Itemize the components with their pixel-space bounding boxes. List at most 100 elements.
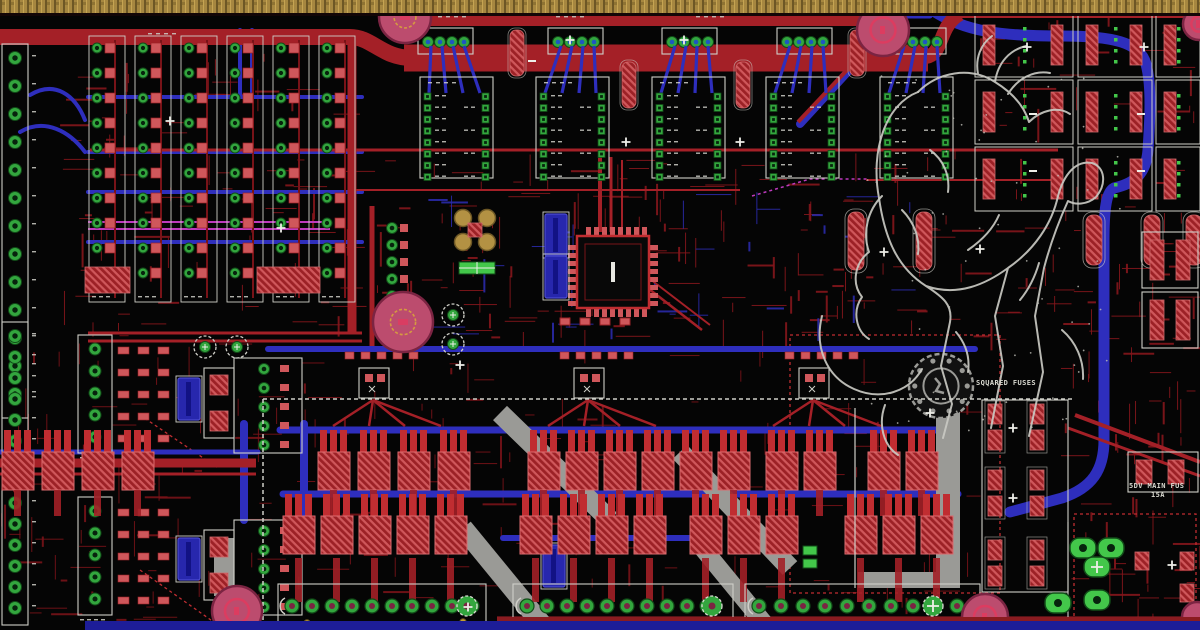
ref-des-text (32, 333, 36, 335)
trace-red (409, 558, 416, 602)
pad-drill (756, 603, 762, 609)
pad-drill (140, 70, 146, 76)
copper-pad-red (437, 451, 471, 491)
ref-des-text (32, 354, 36, 356)
pad-center (484, 164, 487, 167)
pad-drill (140, 220, 146, 226)
pad-center (600, 129, 603, 133)
trace-blue (560, 45, 574, 94)
trace-red (933, 558, 940, 602)
pad-center (772, 118, 775, 121)
ref-des-text (564, 16, 568, 18)
copper-pad-red (334, 42, 346, 54)
pad-center (658, 118, 661, 121)
via-green (1023, 49, 1027, 53)
copper-pad-red (334, 242, 346, 254)
trace-thin (255, 90, 280, 93)
sketch-dot (982, 418, 984, 421)
trace-thin (577, 418, 598, 421)
sketch-dot (983, 415, 986, 417)
fet-leg (928, 430, 935, 452)
via-green (1177, 116, 1181, 120)
trace-thin (1108, 338, 1120, 340)
trace-thin (1020, 158, 1023, 184)
trace-thin (1139, 301, 1141, 318)
copper-pad-red (242, 267, 254, 279)
copper-pad-red (104, 117, 116, 129)
pad-center (886, 129, 889, 133)
trace-thin (144, 496, 168, 499)
copper-pad-red (844, 515, 878, 555)
ref-des-text (810, 106, 814, 108)
ref-des-text (428, 82, 432, 84)
ref-des-text (464, 129, 468, 131)
trace-thin (897, 180, 899, 206)
green-terminal (802, 545, 818, 556)
trace-thin (823, 225, 826, 234)
trace-thin (1017, 56, 1020, 67)
trace-thin (661, 585, 664, 607)
trace-thin (991, 38, 1006, 40)
pad-center (542, 106, 545, 110)
silkscreen-outline (1155, 79, 1200, 145)
ref-des-text (774, 82, 778, 84)
pad-center (658, 95, 661, 98)
hole-glyph (400, 14, 410, 20)
trace-thin (1115, 434, 1118, 451)
pad-drill (309, 603, 315, 609)
sketch-dot (870, 402, 873, 405)
silkscreen-outline (879, 76, 954, 179)
fuse-outline (1026, 466, 1048, 520)
trace-thin (313, 188, 316, 220)
sketch-dot (1057, 174, 1059, 177)
copper-pad-red (509, 29, 525, 77)
trace-thin (924, 229, 941, 231)
ref-des-text (895, 164, 899, 166)
pad-drill (278, 70, 284, 76)
smd-resistor (137, 552, 150, 561)
fet-leg (608, 494, 615, 516)
copper-pad-red (150, 142, 162, 154)
trace-thin (917, 310, 928, 313)
trace-thin (1107, 593, 1141, 596)
pad-drill (186, 70, 192, 76)
trace-thin (800, 229, 808, 231)
pad-drill (644, 603, 650, 609)
trace-thin (467, 256, 478, 259)
trace-thin (601, 405, 604, 432)
pad-drill (922, 39, 928, 45)
copper-pad-red (242, 92, 254, 104)
copper-pad-red (1179, 551, 1195, 571)
pad-drill (94, 145, 100, 151)
pad-drill (94, 120, 100, 126)
trace-thin (9, 561, 43, 564)
qfp-pin (649, 269, 658, 274)
fet-leg (867, 494, 874, 516)
trace-thin (207, 62, 209, 98)
trace-thin (1123, 352, 1155, 355)
trace-thin (79, 545, 107, 547)
trace-thin (797, 290, 800, 301)
trace-thin (876, 421, 879, 453)
rotary-pad (946, 358, 952, 364)
ref-des-text (568, 82, 572, 84)
trace-thin (808, 203, 811, 221)
mounting-holes (210, 0, 1200, 630)
copper-pad-red (104, 67, 116, 79)
trace-thin (897, 309, 927, 311)
copper-pad-red (982, 158, 996, 200)
copper-pad-red (334, 67, 346, 79)
ref-des-text (471, 129, 475, 131)
ref-des-text (781, 95, 785, 97)
copper-pad-red (242, 242, 254, 254)
copper-pad-red (592, 374, 600, 382)
plus-mark (1008, 493, 1018, 503)
pad-drill (140, 195, 146, 201)
trace-thin (928, 546, 930, 581)
trace-thin (1172, 542, 1200, 545)
trace-thin (214, 59, 216, 76)
silkscreen-line (515, 597, 522, 615)
pad-drill (232, 95, 238, 101)
trace-thin (554, 310, 587, 312)
ref-des-text (703, 175, 707, 177)
